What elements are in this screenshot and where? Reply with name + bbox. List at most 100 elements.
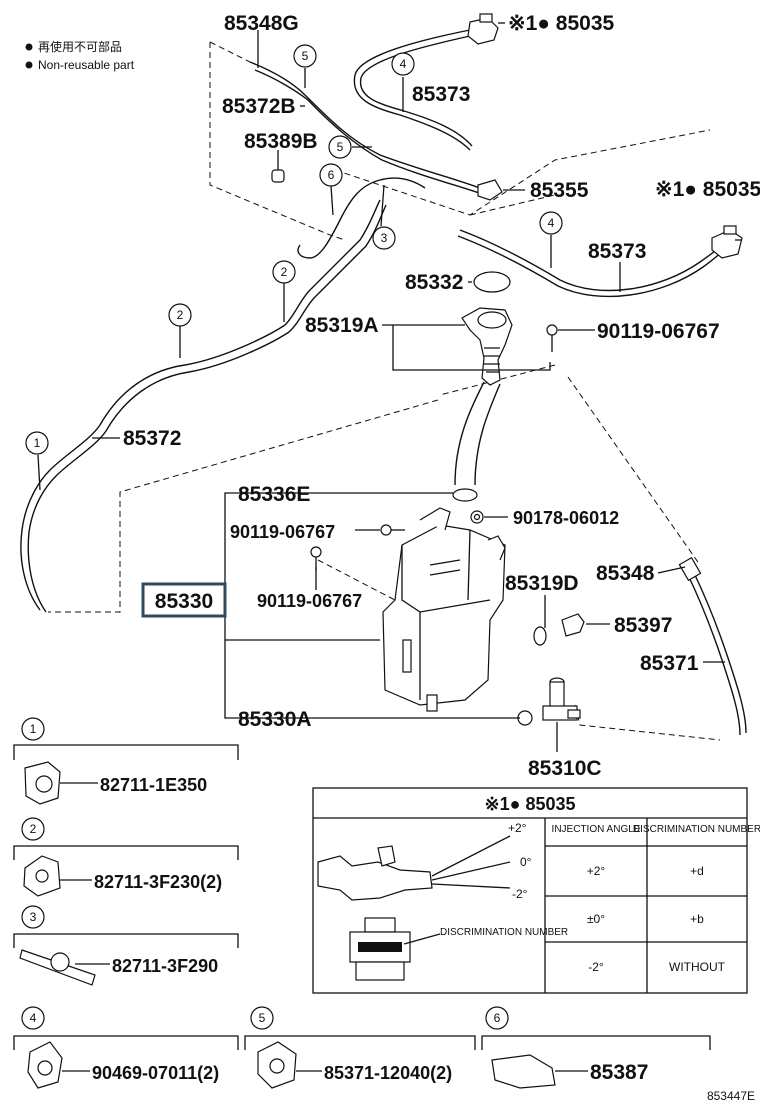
clamp-number: 1 bbox=[30, 722, 37, 736]
label-85330A: 85330A bbox=[238, 708, 312, 731]
label-85332: 85332 bbox=[405, 271, 463, 294]
leader-lines bbox=[37, 22, 742, 752]
label-85035-right: ※1● 85035 bbox=[655, 178, 760, 201]
col-header-angle: INJECTION ANGLE bbox=[552, 824, 641, 835]
legend-dot-icon bbox=[25, 61, 33, 69]
angle-minus-label: -2° bbox=[512, 887, 528, 901]
label-85372B: 85372B bbox=[222, 95, 296, 118]
clamp-number: 4 bbox=[30, 1011, 37, 1025]
row1-disc: +d bbox=[690, 864, 704, 878]
callout-number: 2 bbox=[177, 308, 184, 322]
label-85035-top: ※1● 85035 bbox=[508, 12, 615, 35]
legend-dot-icon bbox=[25, 43, 33, 51]
nozzle-angle-table: ※1● 85035 INJECTION ANGLE DISCRIMINATION… bbox=[312, 787, 760, 994]
callout-5-b: 5 bbox=[328, 135, 352, 159]
clamp-part-4: 90469-07011(2) bbox=[92, 1063, 219, 1083]
callout-number: 3 bbox=[381, 231, 388, 245]
plug-85389B bbox=[271, 169, 285, 183]
label-85389B: 85389B bbox=[244, 130, 318, 153]
label-85397: 85397 bbox=[614, 614, 672, 637]
clamp-number: 3 bbox=[30, 910, 37, 924]
main-assembly-label: 85330 bbox=[141, 582, 227, 618]
washer-hoses bbox=[20, 29, 747, 736]
disc-number-label: DISCRIMINATION NUMBER bbox=[440, 927, 568, 938]
row2-angle: ±0° bbox=[587, 912, 605, 926]
label-90119-06767-c: 90119-06767 bbox=[257, 591, 362, 611]
nozzle-side-view: +2° 0° -2° bbox=[317, 821, 532, 901]
washer-pump-85310C bbox=[542, 677, 581, 721]
label-85319A: 85319A bbox=[305, 314, 379, 337]
callout-3: 3 bbox=[372, 226, 396, 250]
callout-2-b: 2 bbox=[168, 303, 192, 327]
callouts: 5 4 5 6 3 4 2 2 1 bbox=[25, 44, 563, 455]
figure-id: 853447E bbox=[707, 1089, 755, 1103]
clamp-item-1: 1 82711-1E350 bbox=[13, 717, 239, 805]
callout-4-b: 4 bbox=[539, 211, 563, 235]
callout-number: 4 bbox=[548, 216, 555, 230]
filler-inlet-85319A bbox=[454, 307, 513, 486]
callout-1: 1 bbox=[25, 431, 49, 455]
label-85310C: 85310C bbox=[528, 757, 602, 780]
level-sensor-85397 bbox=[561, 613, 585, 637]
part-labels: 85348G ※1● 85035 85372B 85373 85389B 853… bbox=[123, 12, 760, 780]
clamp-item-6: 6 85387 bbox=[481, 1006, 711, 1089]
nozzle-right bbox=[711, 225, 743, 259]
label-85336E: 85336E bbox=[238, 483, 310, 506]
nozzle-top bbox=[467, 13, 499, 45]
table-title: ※1● 85035 bbox=[484, 794, 575, 814]
angle-zero-label: 0° bbox=[520, 855, 532, 869]
clamp-part-6: 85387 bbox=[590, 1061, 648, 1084]
label-85330: 85330 bbox=[155, 590, 213, 613]
grommet-85330A bbox=[517, 710, 533, 726]
clamp-number: 6 bbox=[494, 1011, 501, 1025]
bolt-90119-06767-a bbox=[546, 324, 558, 352]
callout-number: 6 bbox=[328, 168, 335, 182]
filler-cap-85332 bbox=[473, 271, 511, 293]
label-85371: 85371 bbox=[640, 652, 699, 675]
callout-2-a: 2 bbox=[272, 260, 296, 284]
callout-4-a: 4 bbox=[391, 52, 415, 76]
clamp-item-4: 4 90469-07011(2) bbox=[13, 1006, 239, 1089]
joint-85355 bbox=[477, 179, 503, 201]
callout-number: 1 bbox=[34, 436, 41, 450]
label-90119-06767-a: 90119-06767 bbox=[597, 320, 720, 343]
clamp-number: 5 bbox=[259, 1011, 266, 1025]
washer-tank-85330 bbox=[382, 507, 506, 712]
check-valve-85348 bbox=[678, 556, 702, 582]
label-85373-right: 85373 bbox=[588, 240, 646, 263]
label-90119-06767-b: 90119-06767 bbox=[230, 522, 335, 542]
clamp-item-3: 3 82711-3F290 bbox=[13, 905, 239, 986]
nut-90178-06012 bbox=[470, 510, 484, 524]
angle-plus-label: +2° bbox=[508, 821, 527, 835]
row3-angle: -2° bbox=[588, 960, 604, 974]
label-85348G: 85348G bbox=[224, 12, 299, 35]
row1-angle: +2° bbox=[587, 864, 606, 878]
label-85319D: 85319D bbox=[505, 572, 579, 595]
clamp-part-5: 85371-12040(2) bbox=[324, 1063, 452, 1083]
callout-number: 4 bbox=[400, 57, 407, 71]
clamp-item-5: 5 85371-12040(2) bbox=[244, 1006, 476, 1089]
label-85373-top: 85373 bbox=[412, 83, 470, 106]
clamp-part-3: 82711-3F290 bbox=[112, 956, 218, 976]
label-85372: 85372 bbox=[123, 427, 181, 450]
clamp-number: 2 bbox=[30, 822, 37, 836]
col-header-disc: DISCRIMINATION NUMBER bbox=[633, 824, 760, 835]
bolt-90119-06767-c bbox=[310, 546, 322, 570]
bolt-90119-06767-b bbox=[380, 524, 405, 536]
label-90178-06012: 90178-06012 bbox=[513, 508, 619, 528]
nozzle-front-view: DISCRIMINATION NUMBER bbox=[349, 917, 568, 981]
callout-6: 6 bbox=[319, 163, 343, 187]
grommet-85336E bbox=[452, 488, 478, 502]
callout-5-a: 5 bbox=[293, 44, 317, 68]
legend-english: Non-reusable part bbox=[38, 58, 135, 72]
clamp-item-2: 2 82711-3F230(2) bbox=[13, 817, 239, 897]
callout-number: 5 bbox=[337, 140, 344, 154]
clamp-part-1: 82711-1E350 bbox=[100, 775, 207, 795]
legend-japanese: 再使用不可部品 bbox=[38, 39, 122, 54]
callout-number: 5 bbox=[302, 49, 309, 63]
callout-number: 2 bbox=[281, 265, 288, 279]
legend: 再使用不可部品 Non-reusable part bbox=[25, 39, 135, 72]
clamp-part-2: 82711-3F230(2) bbox=[94, 872, 222, 892]
row2-disc: +b bbox=[690, 912, 704, 926]
